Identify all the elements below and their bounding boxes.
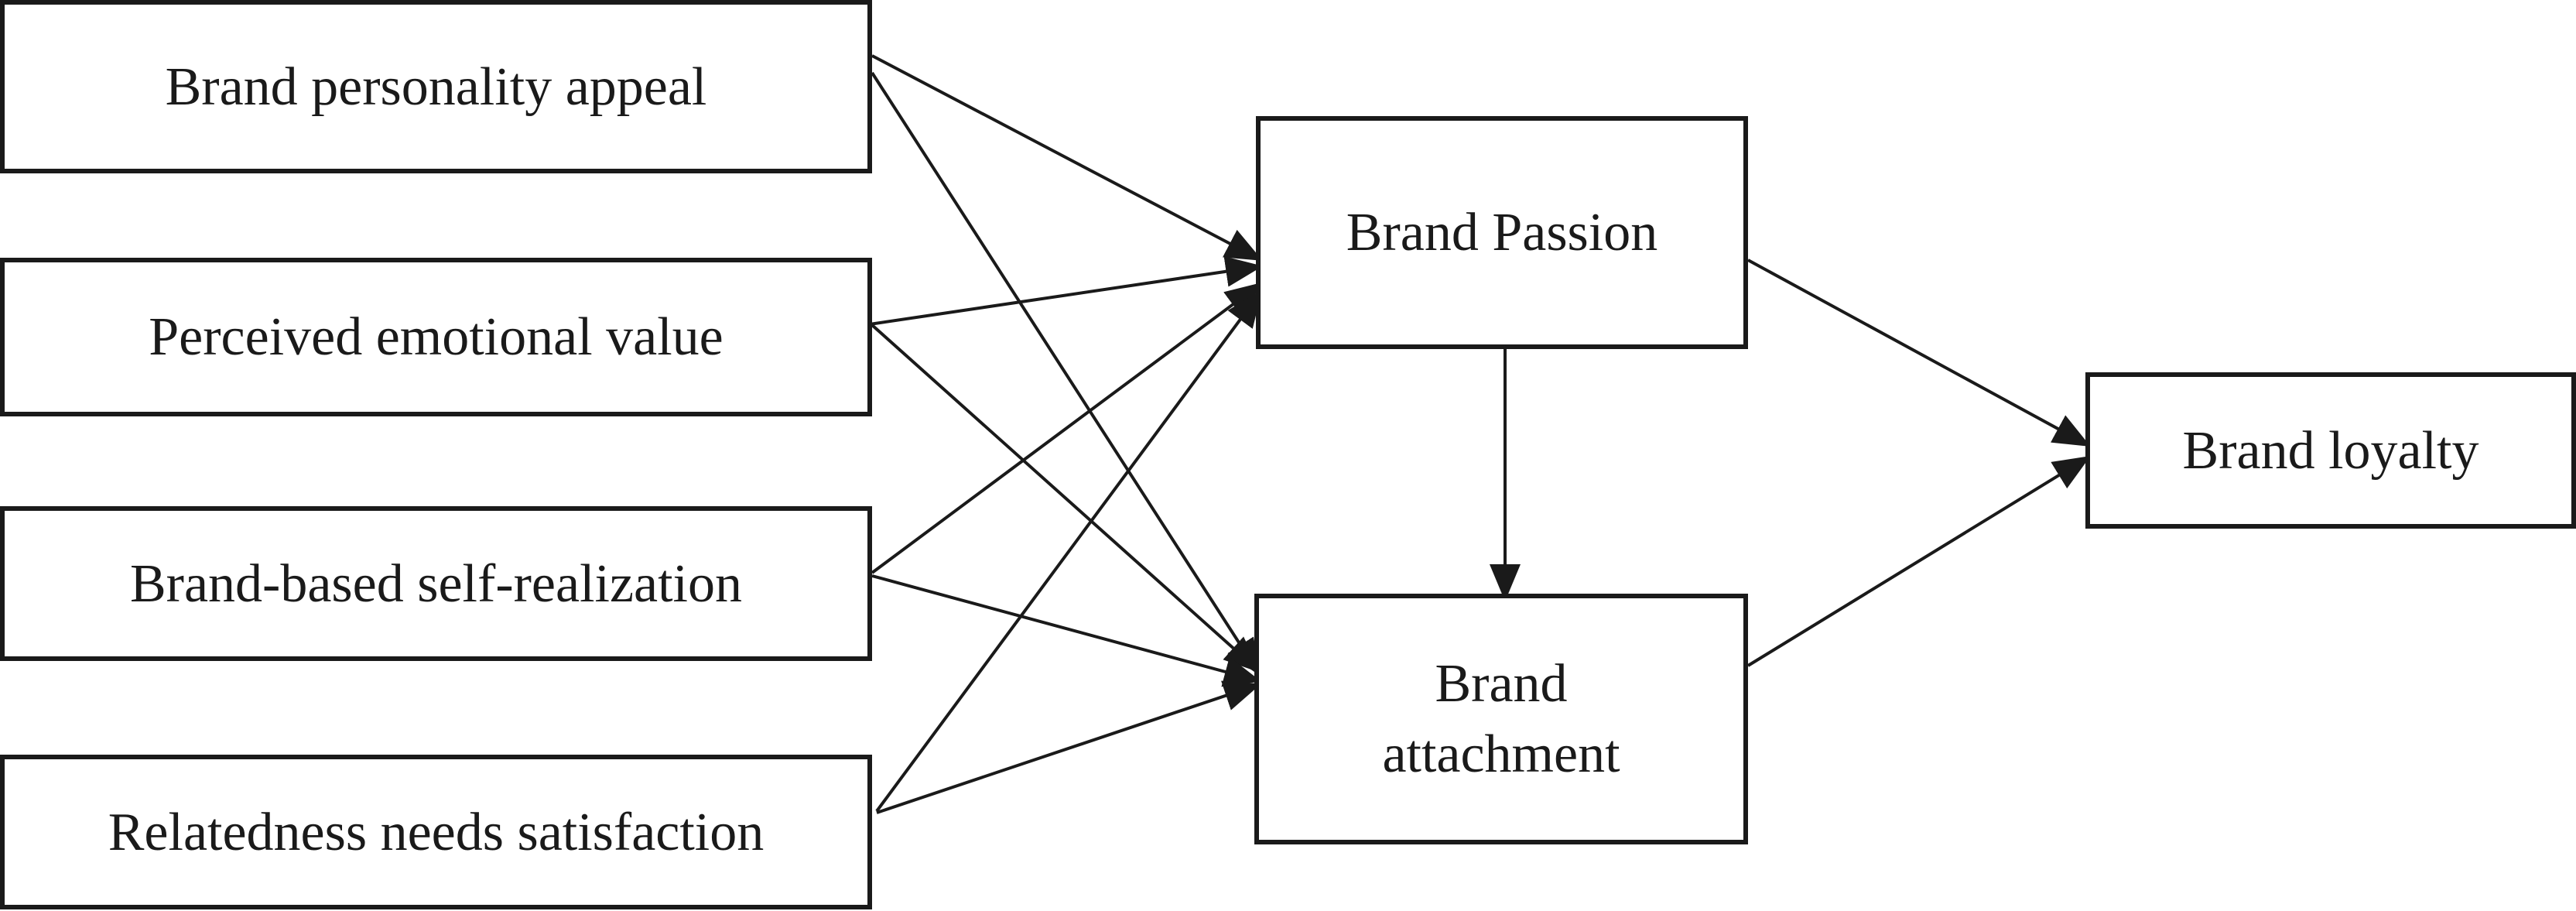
node-brand-loyalty: Brand loyalty bbox=[2085, 372, 2576, 529]
node-label-line-2: attachment bbox=[1382, 724, 1620, 784]
edge-brand-attachment-to-brand-loyalty bbox=[1746, 455, 2091, 667]
node-perceived-emotional-value: Perceived emotional value bbox=[0, 258, 872, 416]
node-label-line-1: Brand bbox=[1435, 654, 1568, 714]
node-label: Brand personality appeal bbox=[165, 57, 707, 117]
edge-bpa-to-brand-attachment bbox=[871, 71, 1261, 676]
edge-bbs-to-brand-passion bbox=[871, 282, 1263, 574]
node-label: Brand loyalty bbox=[2182, 420, 2479, 481]
node-brand-attachment: Brand attachment bbox=[1254, 594, 1748, 844]
node-label: Brand Passion bbox=[1346, 203, 1658, 262]
edge-brand-passion-to-brand-loyalty bbox=[1747, 259, 2091, 447]
edge-bbs-to-brand-attachment bbox=[871, 574, 1261, 687]
edge-bpa-to-brand-passion bbox=[871, 54, 1263, 262]
node-label: Relatedness needs satisfaction bbox=[108, 802, 765, 862]
edge-rns-to-brand-passion bbox=[875, 289, 1263, 813]
edge-pev-to-brand-passion bbox=[864, 255, 1263, 327]
node-label: Brand-based self-realization bbox=[129, 553, 743, 614]
node-brand-passion: Brand Passion bbox=[1256, 116, 1748, 349]
node-brand-personality-appeal: Brand personality appeal bbox=[0, 0, 872, 173]
node-relatedness-needs-satisfaction: Relatedness needs satisfaction bbox=[0, 755, 872, 909]
node-brand-based-self-realization: Brand-based self-realization bbox=[0, 506, 872, 661]
edge-pev-to-brand-attachment bbox=[871, 324, 1261, 673]
node-label: Perceived emotional value bbox=[149, 307, 724, 367]
edge-rns-to-brand-attachment bbox=[876, 680, 1261, 814]
